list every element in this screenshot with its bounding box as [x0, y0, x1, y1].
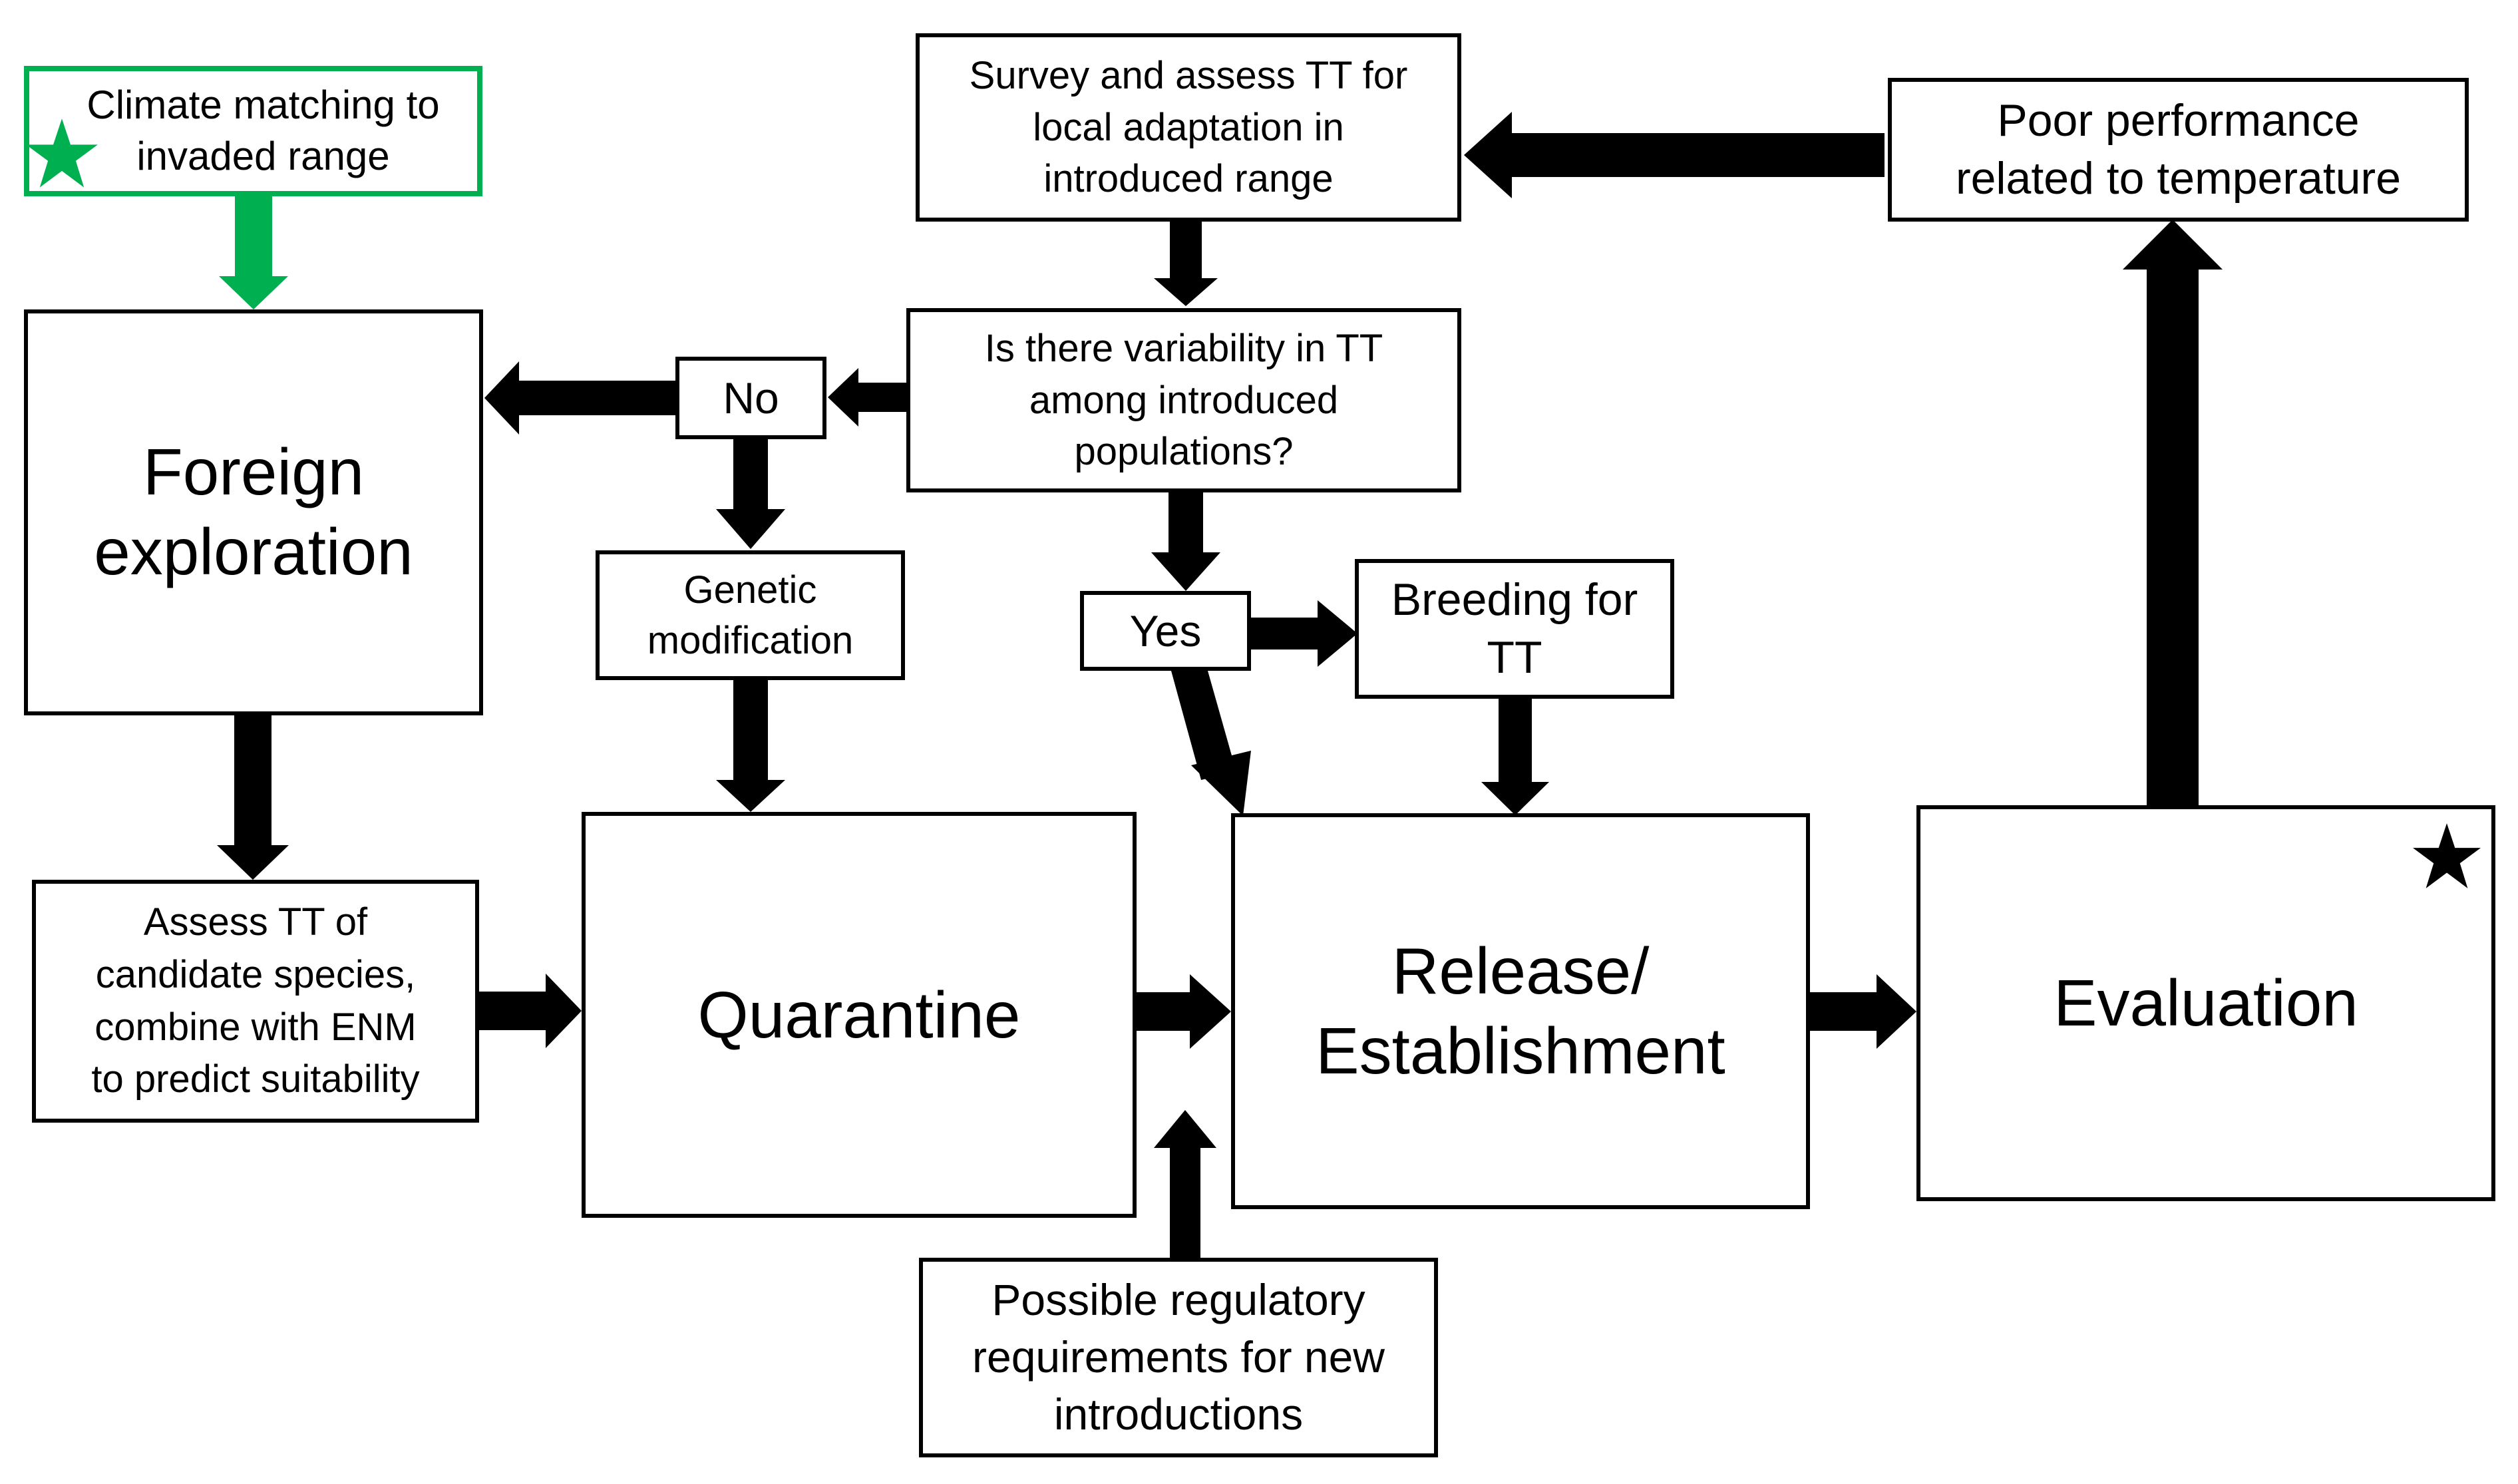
variability-question-text: Is there variability in TT among introdu… [984, 326, 1383, 474]
release-establishment-text: Release/ Establishment [1316, 934, 1725, 1087]
regulatory-box: Possible regulatory requirements for new… [919, 1258, 1438, 1457]
regulatory-text: Possible regulatory requirements for new… [972, 1275, 1385, 1439]
arrow-regulatory-to-release [1154, 1110, 1216, 1258]
arrow-question-to-yes [1151, 492, 1220, 591]
arrow-foreign-to-assess [217, 715, 289, 880]
arrow-assess-to-quarantine [479, 974, 582, 1048]
survey-assess-text: Survey and assess TT for local adaptatio… [969, 53, 1408, 201]
yes-text: Yes [1129, 606, 1202, 655]
arrow-release-to-evaluation [1810, 974, 1916, 1049]
release-establishment-box: Release/ Establishment [1231, 813, 1810, 1209]
star-icon [26, 118, 98, 188]
survey-assess-box: Survey and assess TT for local adaptatio… [916, 33, 1461, 222]
arrow-quarantine-to-release [1137, 974, 1231, 1049]
climate-matching-text: Climate matching to invaded range [87, 83, 440, 178]
assess-tt-box: Assess TT of candidate species, combine … [32, 880, 479, 1123]
poor-performance-box: Poor performance related to temperature [1888, 78, 2469, 222]
arrow-genetic-to-quarantine [716, 680, 785, 812]
arrow-no-to-foreign [484, 361, 675, 435]
variability-question-box: Is there variability in TT among introdu… [906, 308, 1461, 492]
arrow-question-to-no [828, 368, 906, 427]
arrow-yes-to-release [1171, 671, 1251, 816]
no-text: No [723, 373, 779, 423]
star-icon [2413, 823, 2481, 888]
arrow-evaluation-to-poor-performance [2123, 220, 2223, 805]
breeding-text: Breeding for TT [1391, 574, 1638, 683]
foreign-exploration-text: Foreign exploration [94, 435, 413, 588]
arrow-no-to-genetic [716, 439, 785, 549]
breeding-box: Breeding for TT [1355, 559, 1674, 699]
quarantine-text: Quarantine [697, 978, 1021, 1051]
arrow-climate-to-foreign [219, 196, 288, 309]
arrow-survey-to-question [1154, 222, 1218, 306]
poor-performance-text: Poor performance related to temperature [1955, 94, 2402, 204]
assess-tt-text: Assess TT of candidate species, combine … [91, 900, 420, 1101]
arrow-yes-to-breeding [1251, 600, 1357, 667]
evaluation-box: Evaluation [1916, 805, 2495, 1201]
foreign-exploration-box: Foreign exploration [24, 309, 483, 715]
quarantine-box: Quarantine [582, 812, 1137, 1218]
arrow-poor-to-survey [1464, 112, 1885, 198]
genetic-modification-text: Genetic modification [647, 568, 854, 662]
climate-matching-box: Climate matching to invaded range [24, 66, 482, 196]
arrow-breeding-to-release [1481, 699, 1549, 815]
yes-box: Yes [1080, 591, 1251, 671]
no-box: No [675, 357, 826, 439]
evaluation-text: Evaluation [2054, 966, 2358, 1039]
genetic-modification-box: Genetic modification [596, 550, 905, 680]
